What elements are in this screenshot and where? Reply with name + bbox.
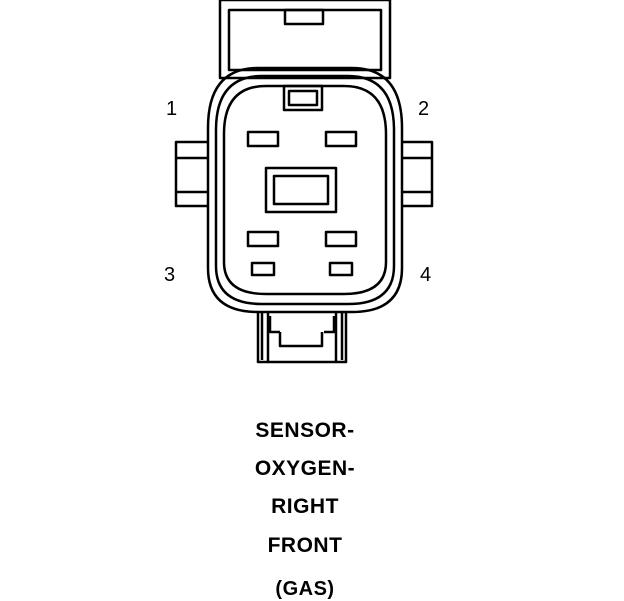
right-side-tab — [402, 140, 434, 208]
top-latch — [218, 0, 392, 80]
terminal-cavity-3 — [246, 230, 280, 248]
small-cavity-right — [328, 261, 354, 277]
caption-line-3: RIGHT — [271, 495, 339, 518]
connector-body — [206, 66, 404, 314]
terminal-cavity-1 — [246, 130, 280, 148]
caption-line-5: (GAS) — [275, 578, 335, 600]
pin-label-2: 2 — [418, 98, 430, 120]
left-side-tab — [174, 140, 208, 208]
small-cavity-left — [250, 261, 276, 277]
caption-line-4: FRONT — [267, 534, 343, 557]
caption-line-1: SENSOR- — [255, 419, 355, 442]
pin-label-3: 3 — [164, 264, 176, 286]
pin-label-4: 4 — [420, 264, 432, 286]
pin-label-1: 1 — [166, 98, 178, 120]
terminal-cavity-2 — [324, 130, 358, 148]
caption-line-2: OXYGEN- — [254, 457, 356, 480]
terminal-cavity-4 — [324, 230, 358, 248]
center-block — [264, 166, 338, 214]
bottom-lock-tab — [256, 312, 348, 364]
polarization-key — [282, 84, 324, 112]
